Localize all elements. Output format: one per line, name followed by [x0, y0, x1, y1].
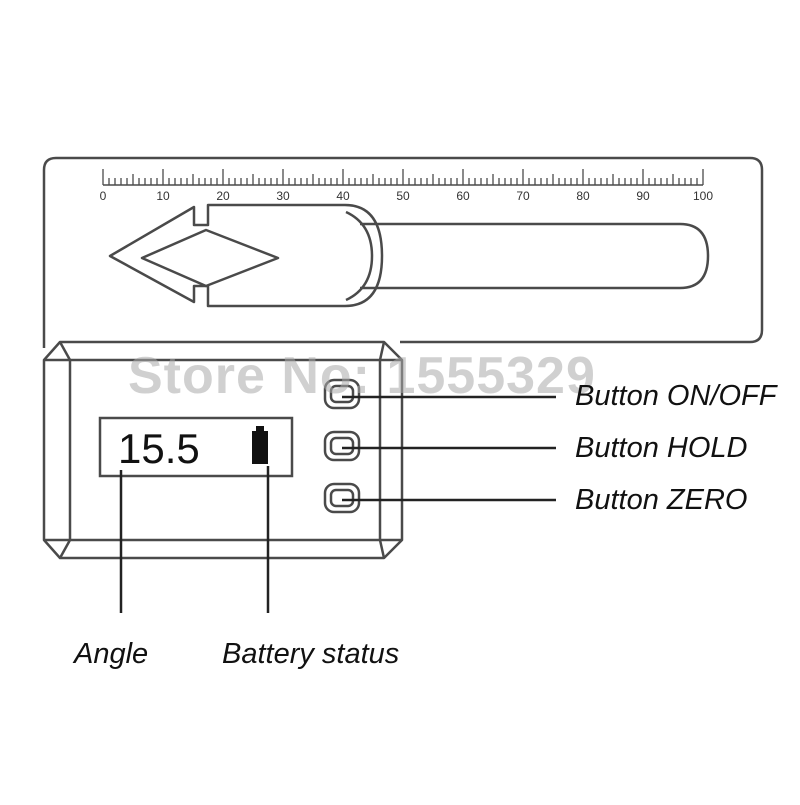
ruler-tick-label: 80 [576, 189, 590, 203]
button-on-off-inner [329, 384, 355, 404]
ruler-tick-label: 20 [216, 189, 230, 203]
ruler-tick-labels: 0 10 20 30 40 50 60 70 80 90 100 [100, 189, 714, 203]
ruler-tick-label: 100 [693, 189, 713, 203]
angle-readout: 15.5 [118, 425, 200, 472]
button-hold[interactable] [323, 430, 361, 462]
ruler-plate [42, 156, 764, 348]
arrow-pointer-icon [108, 203, 710, 308]
button-zero-inner [329, 488, 355, 508]
button-hold-inner [329, 436, 355, 456]
device-body [42, 340, 404, 560]
label-button-on-off: Button ON/OFF [575, 380, 777, 412]
button-on-off[interactable] [323, 378, 361, 410]
ruler-tick-label: 50 [396, 189, 410, 203]
watermark: Store No: 1555329 [128, 347, 596, 405]
ruler-tick-label: 90 [636, 189, 650, 203]
ruler-tick-label: 40 [336, 189, 350, 203]
button-zero[interactable] [323, 482, 361, 514]
label-button-zero: Button ZERO [575, 484, 748, 516]
label-button-hold: Button HOLD [575, 432, 748, 464]
battery-icon [252, 426, 268, 464]
label-angle: Angle [74, 638, 149, 670]
ruler-tick-label: 30 [276, 189, 290, 203]
ruler-tick-label: 70 [516, 189, 530, 203]
ruler-ticks [102, 169, 704, 185]
ruler-tick-label: 10 [156, 189, 170, 203]
ruler-tick-label: 60 [456, 189, 470, 203]
ruler-tick-label: 0 [100, 189, 107, 203]
label-battery-status: Battery status [222, 638, 400, 670]
